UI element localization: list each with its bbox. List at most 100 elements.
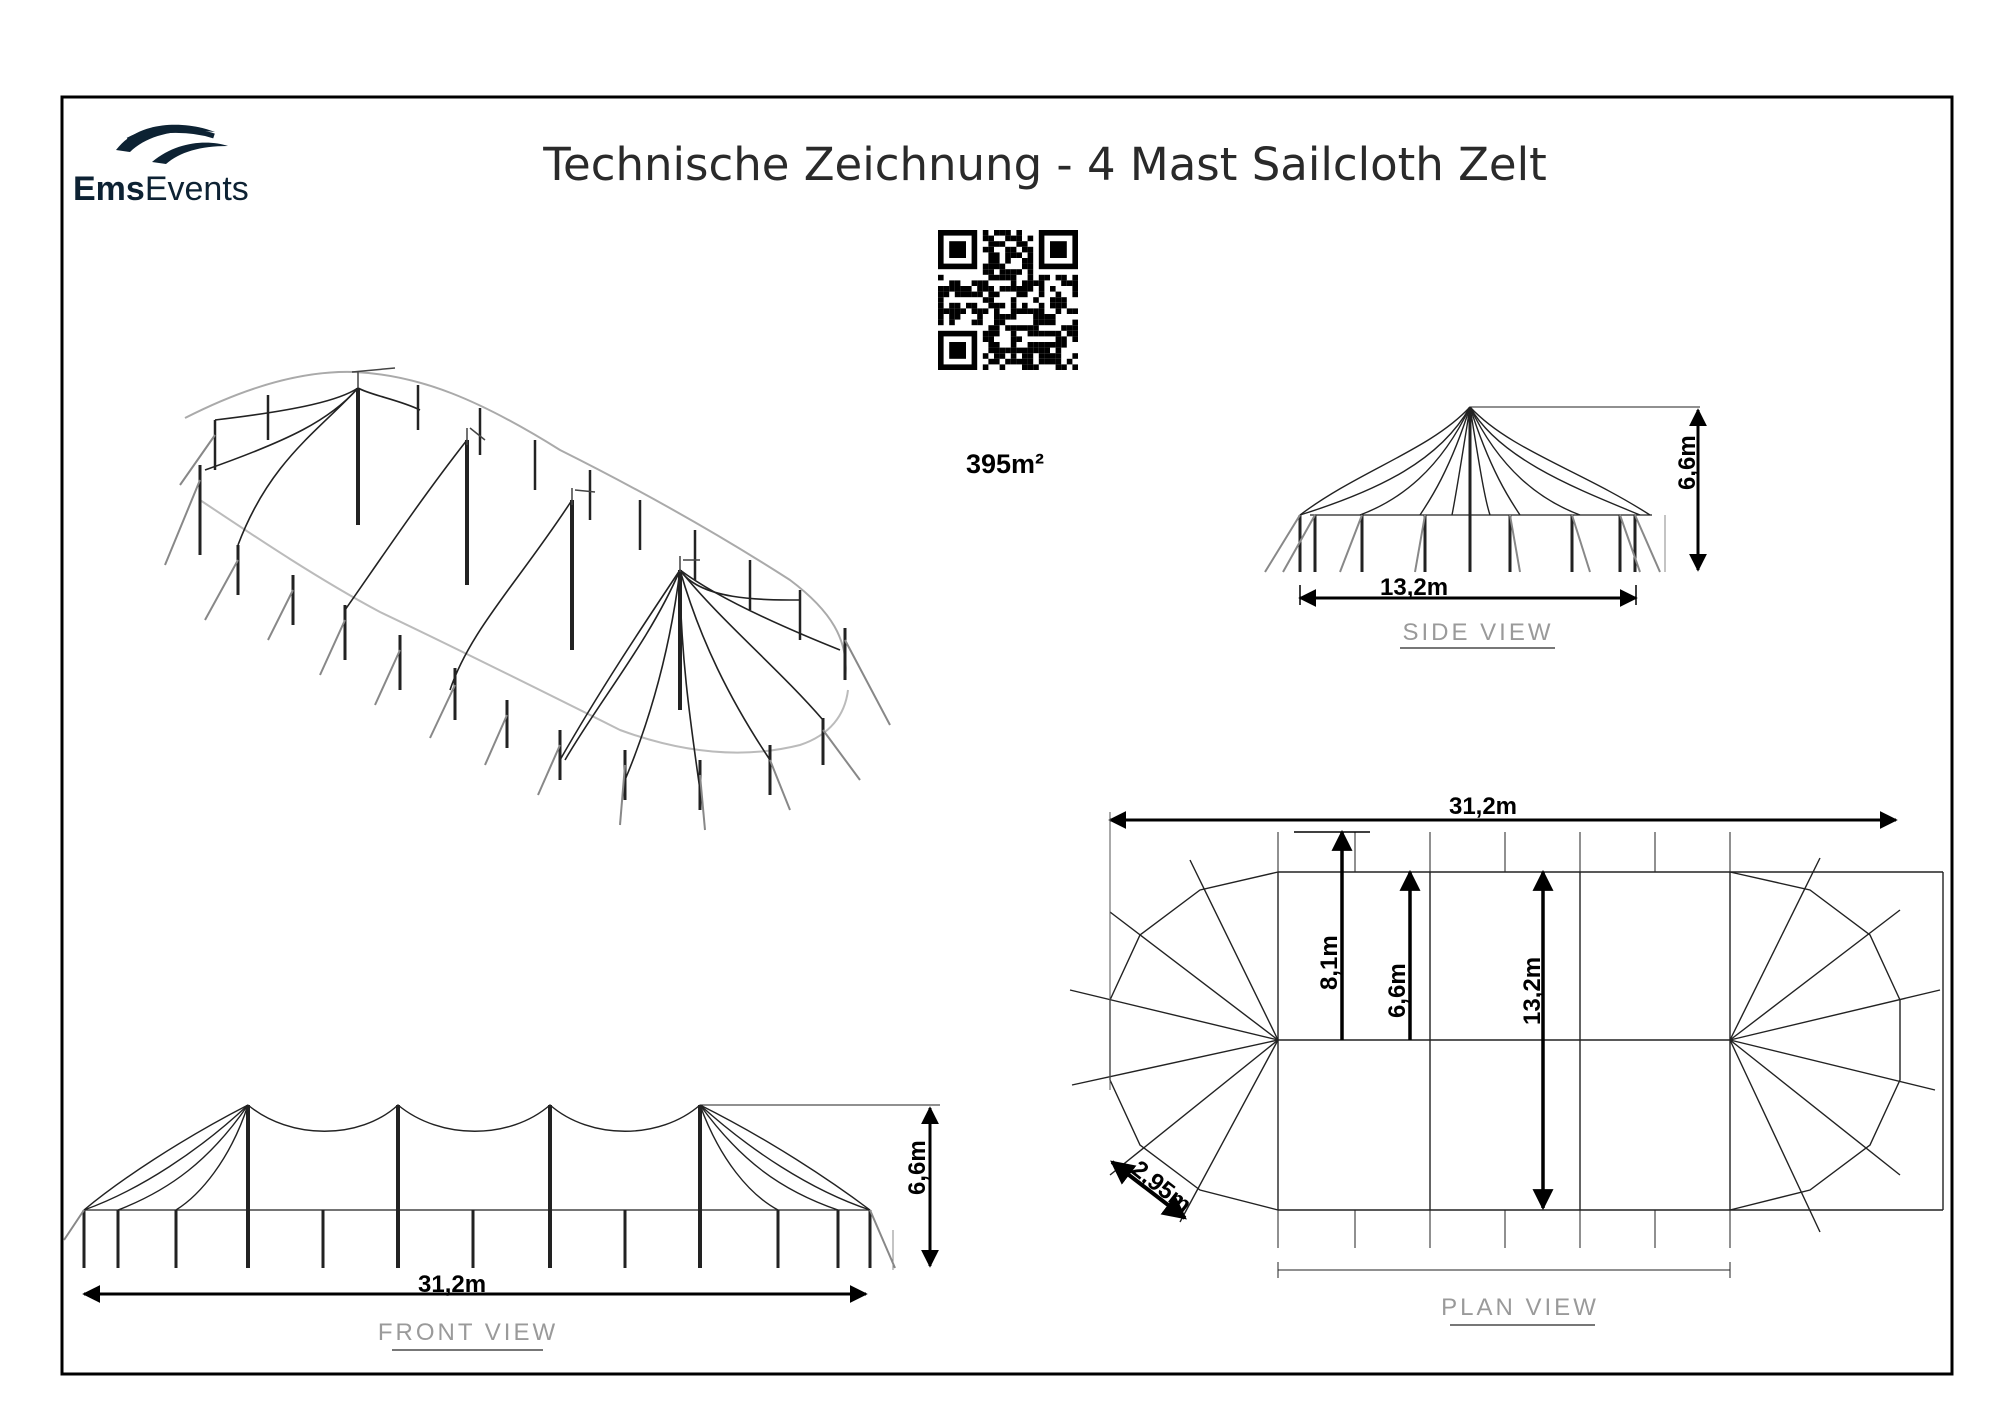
qr-module [1050,319,1056,326]
qr-module [982,230,989,236]
qr-module [1061,274,1067,281]
qr-module [954,280,961,286]
logo-text-rest: Events [145,170,249,208]
qr-module [1027,364,1034,370]
qr-module [994,314,1000,320]
qr-module [1044,314,1050,320]
qr-module [938,297,944,303]
qr-module [1033,280,1039,286]
qr-module [1022,263,1028,270]
qr-module [1033,342,1039,348]
qr-module [982,308,989,314]
qr-module [1027,342,1034,348]
qr-module [1050,314,1056,320]
qr-module [1027,235,1034,242]
qr-module [1022,325,1028,331]
qr-module [1038,314,1045,320]
qr-module [1055,364,1062,370]
qr-module [971,291,978,298]
qr-module [954,308,961,314]
qr-module [1044,319,1050,326]
qr-module [1061,325,1067,331]
qr-module [949,286,955,292]
qr-module [1061,336,1067,342]
qr-module [938,286,944,292]
qr-finder-pattern [1050,241,1067,258]
qr-module [1044,347,1050,354]
qr-module [994,347,1000,354]
qr-module [1027,263,1034,270]
qr-module [1010,252,1017,258]
qr-module [982,297,989,303]
qr-module [1005,347,1011,354]
qr-module [1010,269,1017,275]
qr-module [1038,353,1045,359]
qr-module [977,291,983,298]
qr-module [1038,286,1045,292]
qr-module [982,246,989,253]
qr-module [1016,291,1022,298]
qr-module [1033,330,1039,337]
qr-module [1038,347,1045,354]
qr-module [999,274,1006,281]
qr-module [999,241,1006,247]
qr-module [999,347,1006,354]
plan-dim-d-label: 2,95m [1126,1155,1196,1218]
qr-module [1010,302,1017,309]
qr-module [966,286,972,292]
plan-view-label: PLAN VIEW [1441,1294,1599,1321]
qr-module [938,302,944,309]
qr-module [1072,274,1078,281]
qr-module [1005,235,1011,242]
qr-module [1027,258,1034,264]
qr-module [994,319,1000,326]
qr-code [938,230,1078,370]
qr-module [1016,347,1022,354]
qr-module [988,330,994,337]
qr-module [1027,252,1034,258]
qr-module [1072,325,1078,331]
plan-dim-c-label: 13,2m [1519,957,1546,1025]
qr-module [1022,358,1028,365]
qr-module [938,319,944,326]
perspective-view [164,367,891,831]
qr-module [1050,358,1056,365]
qr-module [1044,330,1050,337]
svg-text:EmsEvents: EmsEvents [73,170,249,208]
qr-module [994,252,1000,258]
qr-module [994,308,1000,314]
qr-module [1033,347,1039,354]
qr-module [994,302,1000,309]
qr-module [1005,230,1011,236]
qr-module [949,314,955,320]
qr-module [1061,280,1067,286]
front-view-label: FRONT VIEW [378,1319,558,1346]
front-length-label: 31,2m [418,1271,486,1298]
qr-module [1066,330,1073,337]
qr-module [982,269,989,275]
qr-module [1027,280,1034,286]
qr-module [1022,353,1028,359]
qr-module [1072,319,1078,326]
side-view [1264,406,1707,649]
qr-module [1050,302,1056,309]
logo-text-bold: Ems [73,170,145,208]
qr-module [988,302,994,309]
qr-module [977,286,983,292]
qr-module [1005,314,1011,320]
qr-module [1038,302,1045,309]
qr-module [1016,336,1022,342]
qr-module [1055,353,1062,359]
qr-module [1016,308,1022,314]
qr-module [954,314,961,320]
qr-module [988,235,994,242]
qr-module [999,302,1006,309]
qr-module [1050,297,1056,303]
qr-module [988,336,994,342]
qr-module [1005,358,1011,365]
qr-module [1027,358,1034,365]
qr-module [1066,280,1073,286]
qr-module [1033,314,1039,320]
